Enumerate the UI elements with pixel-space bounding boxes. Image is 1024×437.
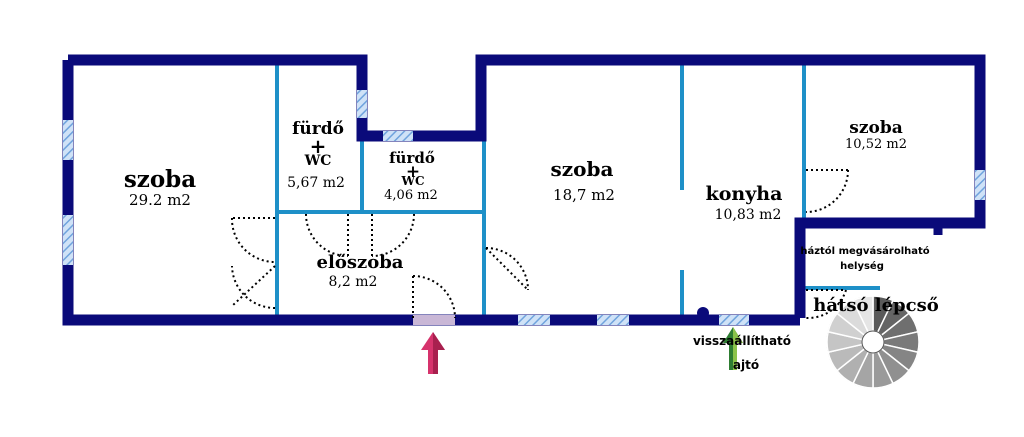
plus-sign: + <box>310 134 327 158</box>
spiral-staircase <box>826 295 920 389</box>
room-area: 4,06 m2 <box>384 188 438 203</box>
wc-label: WC <box>304 153 332 169</box>
wc-label: WC <box>400 174 424 188</box>
doors <box>230 169 849 320</box>
room-furdo-2: fürdő + WC 4,06 m2 <box>384 149 438 203</box>
entrance-sill <box>413 315 455 325</box>
restorable-line-2: ajtó <box>733 358 759 372</box>
room-area: 18,7 m2 <box>553 186 615 204</box>
room-name: fürdő <box>292 119 344 139</box>
room-eloszoba: előszoba 8,2 m2 <box>317 252 404 290</box>
room-area: 29.2 m2 <box>129 191 191 209</box>
back-stairs-label: hátsó lépcső <box>813 295 938 316</box>
restorable-door-label: visszaállítható ajtó <box>693 334 791 372</box>
annex-room: háztól megvásárolható helység <box>800 245 929 272</box>
room-area: 10,52 m2 <box>845 137 907 152</box>
annex-line-1: háztól megvásárolható <box>800 245 929 257</box>
room-name: szoba <box>551 157 614 181</box>
room-area: 10,83 m2 <box>715 207 782 223</box>
restorable-door-arrow <box>723 327 743 370</box>
room-name: előszoba <box>317 252 404 273</box>
annex-line-2: helység <box>840 260 884 272</box>
room-area: 8,2 m2 <box>329 274 378 290</box>
room-furdo-1: fürdő + WC 5,67 m2 <box>287 119 345 191</box>
windows <box>63 90 985 325</box>
room-konyha: konyha 10,83 m2 <box>706 183 783 223</box>
wall-post <box>697 307 709 319</box>
room-szoba-mid: szoba 18,7 m2 <box>551 157 615 204</box>
stair-step <box>852 295 874 333</box>
room-name: szoba <box>849 118 902 138</box>
inner-walls <box>275 65 880 318</box>
room-name: konyha <box>706 183 783 205</box>
room-area: 5,67 m2 <box>287 175 345 191</box>
room-szoba-right: szoba 10,52 m2 <box>845 118 907 152</box>
room-name: szoba <box>124 166 196 193</box>
restorable-line-1: visszaállítható <box>693 334 791 348</box>
room-name: fürdő <box>389 149 435 167</box>
plus-sign: + <box>406 162 420 182</box>
room-szoba-left: szoba 29.2 m2 <box>124 166 196 209</box>
entrance-arrow <box>421 332 445 374</box>
